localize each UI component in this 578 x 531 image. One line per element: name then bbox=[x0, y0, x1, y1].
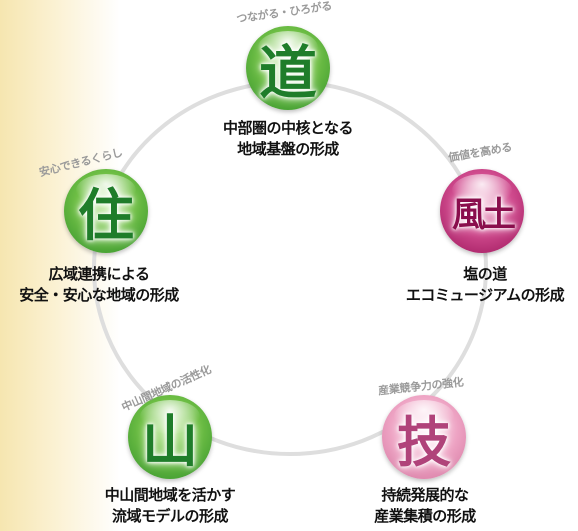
node-skill-label-line2: 産業集積の形成 bbox=[374, 507, 476, 525]
node-road-disc: 道 bbox=[246, 26, 330, 110]
node-road-label-line2: 地域基盤の形成 bbox=[237, 140, 339, 158]
mountain-glyph: 山 bbox=[142, 408, 198, 475]
node-living-disc: 住 bbox=[64, 169, 148, 253]
node-mountain-label: 中山間地域を活かす 流域モデルの形成 bbox=[70, 485, 270, 527]
node-skill-label: 持続発展的な 産業集積の形成 bbox=[330, 485, 520, 527]
left-background-band bbox=[0, 0, 120, 531]
living-glyph: 住 bbox=[78, 182, 134, 249]
node-skill-disc: 技 bbox=[382, 395, 466, 479]
node-skill-label-line1: 持続発展的な bbox=[381, 486, 469, 504]
node-wind-label-line2: エコミュージアムの形成 bbox=[405, 286, 565, 304]
skill-glyph: 技 bbox=[397, 409, 451, 474]
node-mountain-disc: 山 bbox=[128, 395, 212, 479]
node-living-label: 広域連携による 安全・安心な地域の形成 bbox=[4, 264, 194, 306]
node-mountain-label-line2: 流域モデルの形成 bbox=[111, 507, 229, 525]
node-road-label: 中部圏の中核となる 地域基盤の形成 bbox=[188, 118, 388, 160]
node-wind-label-line1: 塩の道 bbox=[463, 265, 507, 283]
node-wind-disc: 風土 bbox=[440, 169, 524, 253]
wind-glyph: 風土 bbox=[452, 194, 516, 235]
node-living-label-line1: 広域連携による bbox=[48, 265, 150, 283]
node-mountain-label-line1: 中山間地域を活かす bbox=[104, 486, 236, 504]
node-wind-label: 塩の道 エコミュージアムの形成 bbox=[392, 264, 578, 306]
node-living-label-line2: 安全・安心な地域の形成 bbox=[19, 286, 179, 304]
road-glyph: 道 bbox=[258, 39, 317, 107]
node-road-label-line1: 中部圏の中核となる bbox=[222, 119, 354, 137]
